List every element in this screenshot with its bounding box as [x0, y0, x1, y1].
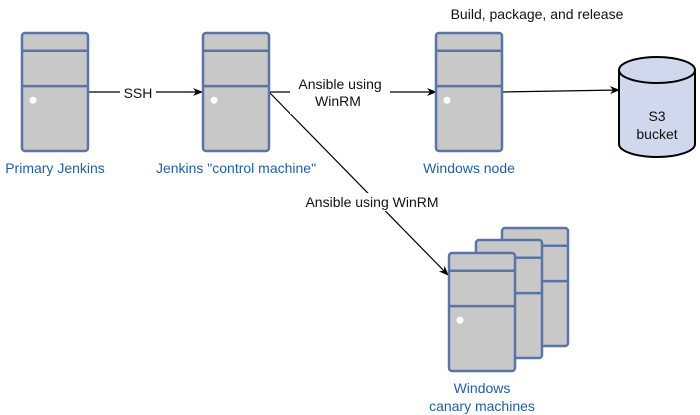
server-body: [20, 31, 90, 153]
server-power-light: [456, 316, 464, 324]
server-power-light: [443, 96, 451, 104]
server-icon-windows-node: [434, 31, 504, 153]
s3-bucket-label-line2: bucket: [636, 126, 677, 142]
edge-control-to-canary: [268, 91, 449, 276]
database-cylinder-icon: [618, 56, 696, 158]
node-label-canary-line1: Windows: [454, 380, 511, 396]
node-label-control-machine: Jenkins "control machine": [156, 160, 316, 176]
s3-bucket-label-line1: S3: [648, 108, 665, 124]
server-body: [434, 31, 504, 153]
server-icon-primary-jenkins: [20, 31, 90, 153]
server-icon-control-machine: [201, 31, 271, 153]
node-label-canary-line2: canary machines: [429, 398, 535, 414]
edge-windows-node-to-s3: [501, 86, 620, 95]
server-icon-canary-front: [447, 251, 517, 373]
node-label-windows-node: Windows node: [423, 160, 515, 176]
caption-build-package-release: Build, package, and release: [451, 6, 624, 22]
server-power-light: [210, 96, 218, 104]
server-power-light: [29, 96, 37, 104]
edge-label-ansible-winrm-1: Ansible using: [298, 76, 381, 92]
server-body: [447, 251, 517, 373]
edge-label-ansible-winrm-canary: Ansible using WinRM: [305, 194, 438, 210]
edge-label-ansible-winrm-2: WinRM: [315, 93, 361, 109]
node-label-primary-jenkins: Primary Jenkins: [5, 160, 105, 176]
server-body: [201, 31, 271, 153]
edge-label-ssh: SSH: [124, 85, 153, 101]
